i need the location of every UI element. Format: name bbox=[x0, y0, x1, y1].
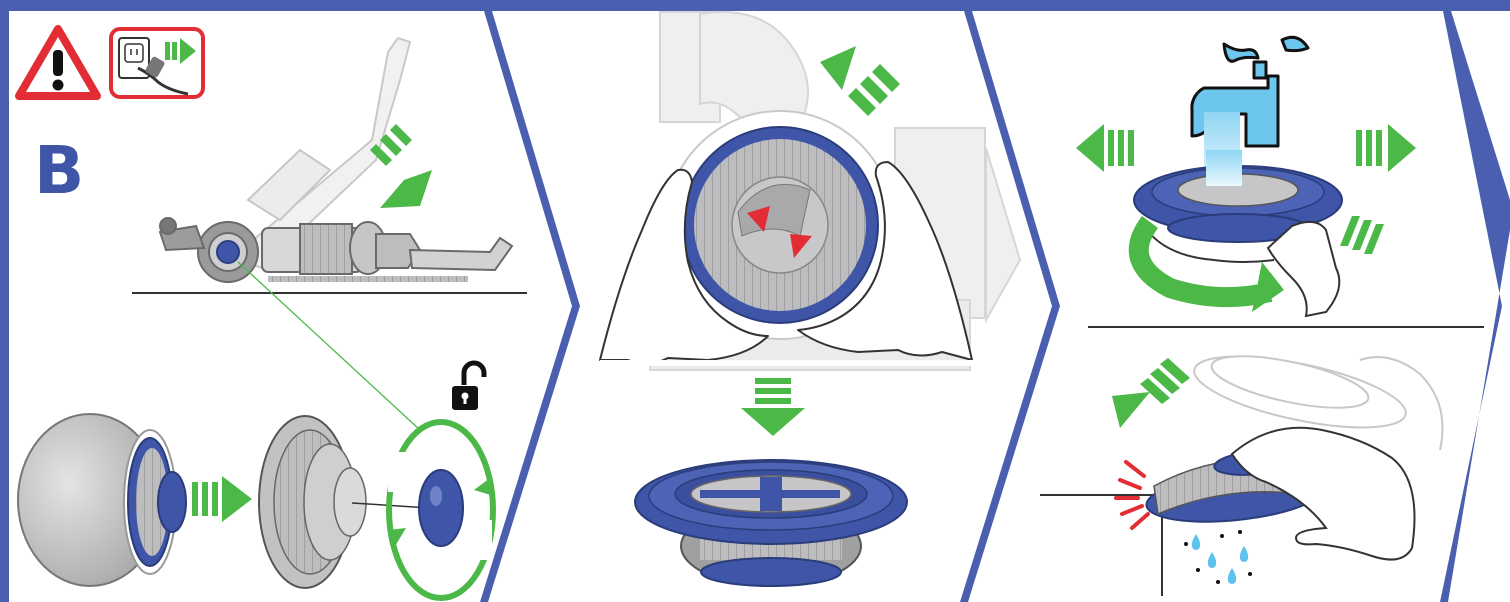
rotate-arrow bbox=[1128, 216, 1273, 308]
arrow-left bbox=[1076, 124, 1134, 172]
ghost-filter bbox=[1193, 355, 1444, 451]
impact-marks bbox=[1114, 460, 1150, 530]
vacuum-cleaner-illustration bbox=[158, 36, 514, 283]
cyclone-housing-illustration bbox=[258, 415, 431, 589]
arrow-right bbox=[1356, 124, 1416, 172]
panel-tap-out-water bbox=[1040, 355, 1444, 596]
arrow-down-left bbox=[1112, 358, 1190, 428]
tap-icon bbox=[1190, 35, 1310, 148]
filter-ball-illustration bbox=[17, 413, 187, 587]
end-cap-illustration bbox=[386, 419, 496, 601]
unlock-padlock-icon bbox=[452, 360, 487, 410]
hands-outline bbox=[599, 161, 973, 365]
arrow-up-left bbox=[820, 46, 900, 116]
arrow-right bbox=[192, 476, 252, 522]
zoom-guide-line bbox=[237, 261, 421, 431]
hand-outline bbox=[1266, 220, 1341, 318]
panel-remove-filter: B bbox=[15, 25, 527, 601]
filter-disc-front bbox=[665, 110, 895, 340]
panel-rinse-filter bbox=[1076, 35, 1484, 328]
rotate-counterclockwise-icon bbox=[388, 528, 406, 548]
arrow-down-right bbox=[370, 124, 432, 208]
panel-detach-filter bbox=[599, 11, 1022, 587]
water-drop-icon bbox=[1191, 534, 1249, 584]
unplug-icon bbox=[109, 27, 205, 99]
arrow-down bbox=[741, 378, 805, 436]
filter-ring-bottom bbox=[634, 459, 908, 587]
warning-triangle-icon bbox=[15, 25, 101, 100]
shake-marks bbox=[1340, 216, 1384, 254]
step-letter: B bbox=[34, 132, 84, 209]
hand-outline bbox=[1230, 426, 1416, 561]
